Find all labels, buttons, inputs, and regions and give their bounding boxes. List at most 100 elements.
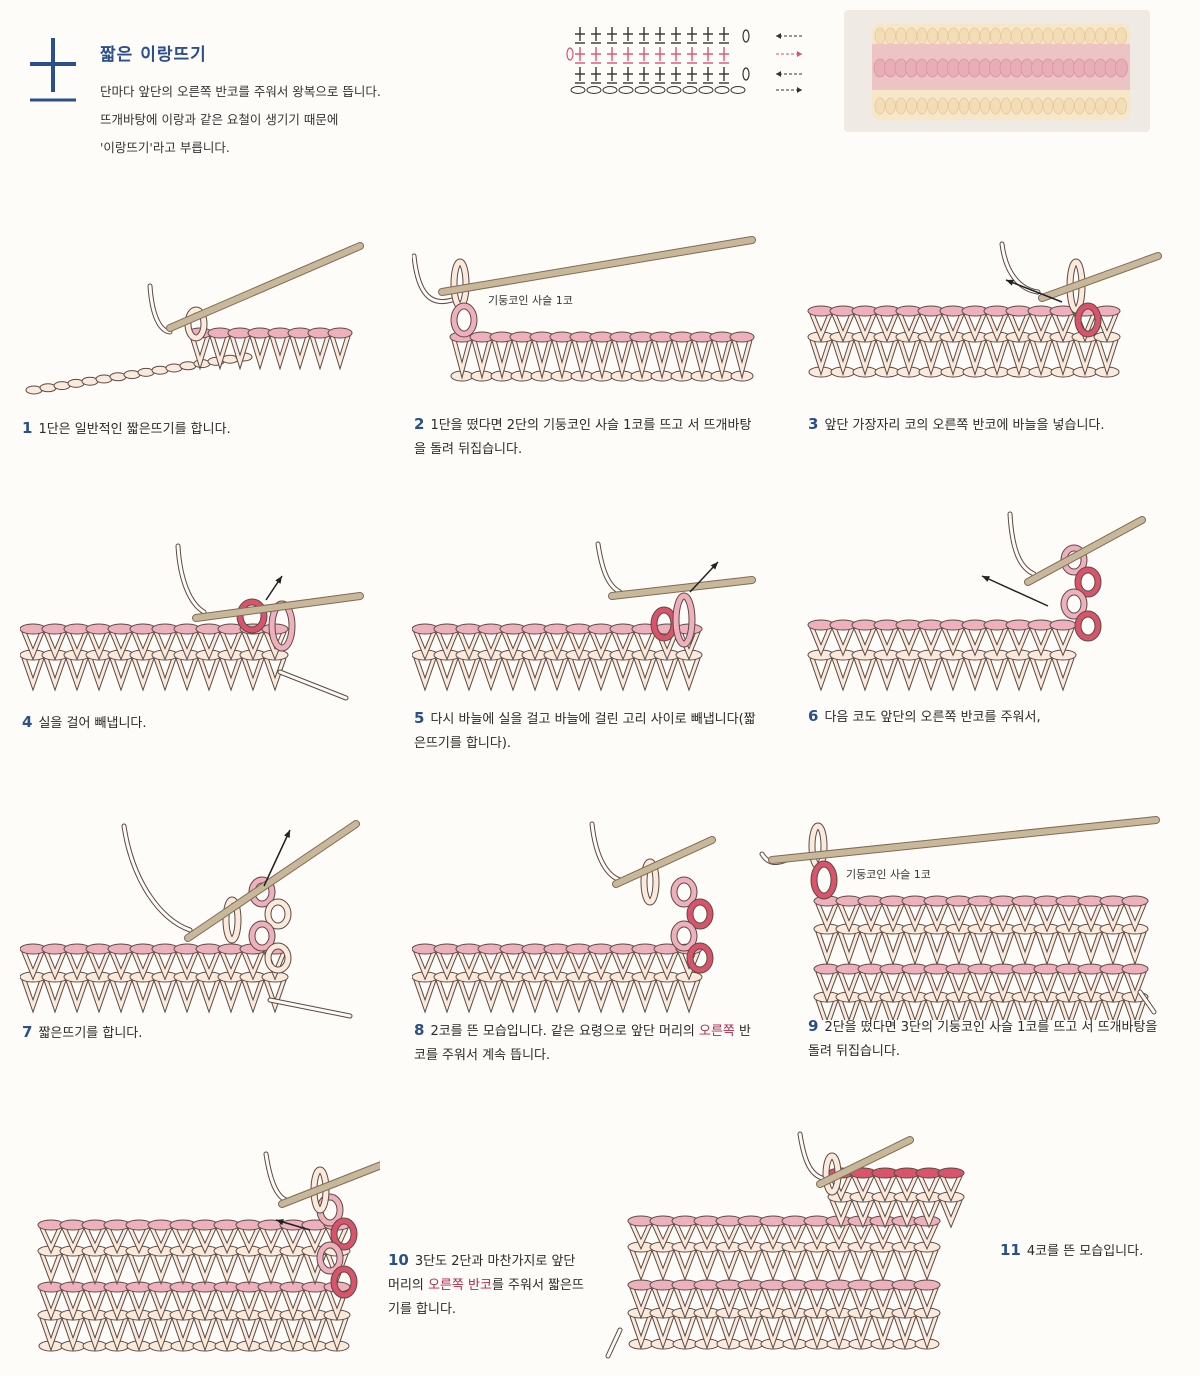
stitch-top xyxy=(730,332,754,342)
step-9-illustration xyxy=(756,816,1166,1020)
yarn-strand xyxy=(280,672,346,698)
stitch-texture xyxy=(1033,98,1043,114)
stitch-texture xyxy=(875,28,885,44)
step-6-illustration xyxy=(806,510,1166,700)
intro-line: 단마다 앞단의 오른쪽 반코를 주워서 왕복으로 뜹니다. xyxy=(100,78,381,106)
stitch-texture xyxy=(917,28,927,44)
step-11-caption: 11 4코를 뜬 모습입니다. xyxy=(1000,1238,1190,1264)
stitch-texture xyxy=(1033,28,1043,44)
step-7-caption: 7짧은뜨기를 합니다. xyxy=(22,1020,372,1046)
yarn-strand xyxy=(1010,514,1034,574)
stitch-top xyxy=(328,328,352,338)
yarn-loop xyxy=(812,826,824,866)
stitch-texture xyxy=(980,28,990,44)
stitch-texture xyxy=(938,28,948,44)
yarn-loop xyxy=(454,262,466,306)
step-text: 다음 코도 앞단의 오른쪽 반코를 주워서, xyxy=(824,710,1040,725)
chain-symbol xyxy=(667,87,681,94)
stitch-texture xyxy=(1043,28,1053,44)
chain-symbol xyxy=(683,87,697,94)
stitch-texture xyxy=(991,28,1001,44)
step-text: 2단을 떴다면 3단의 기둥코인 사슬 1코를 뜨고 서 뜨개바탕을 돌려 뒤집… xyxy=(808,1020,1157,1059)
stitch-texture xyxy=(896,28,906,44)
step-number: 7 xyxy=(22,1023,32,1041)
stitch-texture xyxy=(1075,28,1085,44)
stitch-texture xyxy=(928,28,938,44)
crochet-hook-icon xyxy=(196,596,360,618)
swatch xyxy=(762,820,1156,1020)
swatch xyxy=(38,1154,380,1351)
stitch-top xyxy=(1122,896,1148,906)
yarn-strand xyxy=(270,1000,350,1016)
stitch-texture xyxy=(1012,98,1022,114)
step-2-caption: 21단을 떴다면 2단의 기둥코인 사슬 1코를 뜨고 서 뜨개바탕을 돌려 뒤… xyxy=(414,412,762,462)
chain-symbol xyxy=(743,30,749,42)
step-number: 9 xyxy=(808,1017,818,1035)
step-text: 앞단 가장자리 코의 오른쪽 반코에 바늘을 넣습니다. xyxy=(824,418,1104,433)
step-1-caption: 11단은 일반적인 짧은뜨기를 합니다. xyxy=(22,416,372,442)
stitch-texture xyxy=(875,98,885,114)
step-9-note: 기둥코인 사슬 1코 xyxy=(846,866,931,882)
stitch-top xyxy=(914,1280,940,1290)
stitch-texture xyxy=(970,98,980,114)
stitch-texture xyxy=(959,98,969,114)
yarn-strand xyxy=(124,826,190,930)
stitch-texture xyxy=(1117,28,1127,44)
stitch-texture xyxy=(1116,59,1128,77)
stitch-texture xyxy=(896,98,906,114)
highlight-text: 오른쪽 xyxy=(699,1024,735,1039)
crochet-hook-icon xyxy=(1042,256,1158,298)
stitch-texture xyxy=(949,28,959,44)
stitch-symbol-icon xyxy=(28,34,78,104)
step-2-note: 기둥코인 사슬 1코 xyxy=(488,292,573,308)
arrow-icon xyxy=(275,576,282,584)
chain-base xyxy=(26,246,360,394)
step-number: 8 xyxy=(414,1021,424,1039)
step-text: 2코를 뜬 모습입니다. 같은 요령으로 앞단 머리의 xyxy=(430,1024,699,1039)
stitch-texture xyxy=(1001,98,1011,114)
step-text: 실을 걸어 빼냅니다. xyxy=(38,716,146,731)
step-4-illustration xyxy=(20,540,370,710)
step-text: 4코를 뜬 모습입니다. xyxy=(1027,1244,1143,1259)
chain-symbol xyxy=(699,87,713,94)
step-number: 5 xyxy=(414,709,424,727)
chain-symbol xyxy=(603,87,617,94)
stitch-texture xyxy=(1001,28,1011,44)
row-arrow-icon xyxy=(797,51,802,57)
step-3-illustration xyxy=(806,236,1166,406)
stitch-texture xyxy=(928,98,938,114)
swatch xyxy=(412,824,712,1006)
stitch-texture xyxy=(1085,98,1095,114)
chart-symbols xyxy=(567,27,802,94)
stitch-texture xyxy=(886,28,896,44)
step-6-caption: 6다음 코도 앞단의 오른쪽 반코를 주워서, xyxy=(808,704,1164,730)
chain-symbol xyxy=(571,87,585,94)
step-8-illustration xyxy=(412,820,762,1020)
step-4-caption: 4 실을 걸어 빼냅니다. xyxy=(22,710,372,736)
stitch-texture xyxy=(991,98,1001,114)
step-9-caption: 92단을 떴다면 3단의 기둥코인 사슬 1코를 뜨고 서 뜨개바탕을 돌려 뒤… xyxy=(808,1014,1164,1064)
stitch-texture xyxy=(1012,28,1022,44)
crochet-hook-icon xyxy=(616,840,712,884)
step-1-illustration xyxy=(20,236,370,406)
swatch xyxy=(20,546,360,698)
step-11-illustration xyxy=(600,1130,980,1360)
step-number: 10 xyxy=(388,1251,409,1269)
chain-symbol xyxy=(731,87,745,94)
stitch-texture xyxy=(1043,98,1053,114)
step-10-caption: 103단도 2단과 마찬가지로 앞단 머리의 오른쪽 반코를 주워서 짧은뜨기를… xyxy=(388,1248,588,1322)
stitch-texture xyxy=(1064,98,1074,114)
step-text: 1단을 떴다면 2단의 기둥코인 사슬 1코를 뜨고 서 뜨개바탕을 돌려 뒤집… xyxy=(414,418,751,457)
intro-line: 뜨개바탕에 이랑과 같은 요철이 생기기 때문에 xyxy=(100,106,381,134)
row-arrow-icon xyxy=(776,33,781,39)
yarn-strand xyxy=(124,826,190,930)
step-number: 11 xyxy=(1000,1241,1021,1259)
step-8-caption: 82코를 뜬 모습입니다. 같은 요령으로 앞단 머리의 오른쪽 반코를 주워서… xyxy=(414,1018,762,1068)
stitch-top xyxy=(938,1168,964,1178)
step-10-illustration xyxy=(20,1150,380,1360)
stitch-texture xyxy=(1117,98,1127,114)
crochet-hook-icon xyxy=(772,820,1156,860)
step-number: 4 xyxy=(22,713,32,731)
stitch-texture xyxy=(1106,28,1116,44)
stitch-texture xyxy=(959,28,969,44)
